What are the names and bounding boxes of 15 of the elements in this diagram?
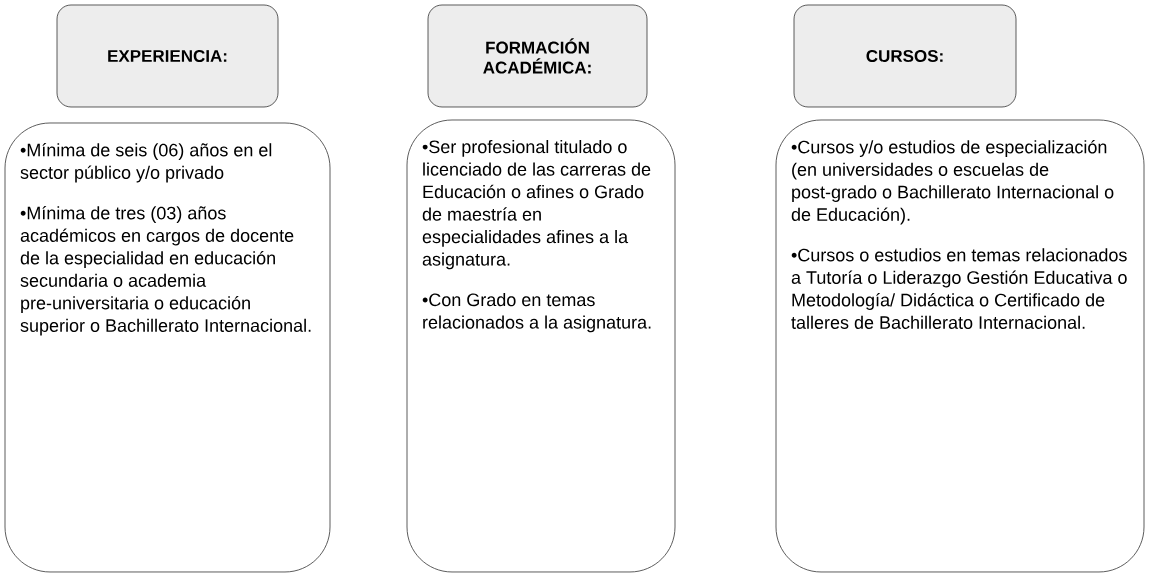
heading-text: EXPERIENCIA: bbox=[108, 49, 227, 62]
requirement-text: •Mínima de tres (03) años académicos en cargos de docente de la especialidad en educación secundaria o academia pre-universitaria o educación superior o Bachillerato Internacional. bbox=[20, 206, 311, 336]
requirement-box bbox=[775, 119, 1145, 573]
requirement-text: •Cursos y/o estudios de especialización (en universidades o escuelas de post-grado o Bachillerato Internacional o de Educación). bbox=[791, 140, 1114, 225]
requirement-text: •Mínima de seis (06) años en el sector público y/o privado bbox=[20, 143, 272, 183]
requirement-text: •Con Grado en temas relacionados a la asignatura. bbox=[422, 293, 651, 333]
heading-box bbox=[56, 4, 279, 108]
heading-box bbox=[793, 4, 1017, 108]
requirement-box bbox=[406, 119, 676, 573]
heading-text: FORMACIÓN ACADÉMICA: bbox=[483, 38, 591, 74]
heading-text: CURSOS: bbox=[866, 49, 943, 62]
requirement-text: •Ser profesional titulado o licenciado de las carreras de Educación o afines o Grado de maestría en especialidades afines a la asignatura. bbox=[422, 140, 651, 270]
requirement-text: •Cursos o estudios en temas relacionados a Tutoría o Liderazgo Gestión Educativa o Metodología/ Didáctica o Certificado de talleres de Bachillerato Internacional. bbox=[791, 248, 1127, 329]
heading-box bbox=[427, 4, 648, 108]
requirement-box bbox=[4, 122, 331, 573]
